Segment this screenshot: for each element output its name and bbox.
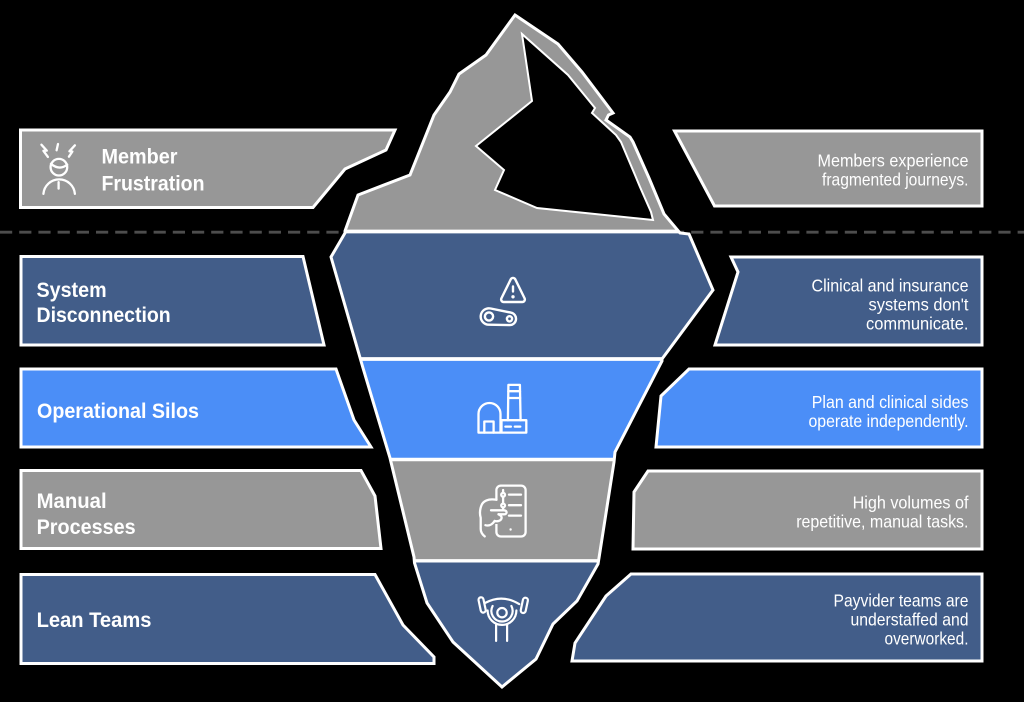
svg-text:Lean Teams: Lean Teams — [37, 609, 152, 632]
svg-text:Operational Silos: Operational Silos — [37, 400, 199, 423]
svg-text:Frustration: Frustration — [102, 173, 205, 196]
svg-text:fragmented journeys.: fragmented journeys. — [822, 169, 969, 189]
svg-text:understaffed and: understaffed and — [851, 610, 969, 630]
svg-text:systems don't: systems don't — [869, 294, 969, 314]
svg-text:Disconnection: Disconnection — [37, 304, 171, 327]
svg-text:High volumes of: High volumes of — [853, 493, 969, 513]
svg-text:Clinical and insurance: Clinical and insurance — [812, 275, 969, 295]
svg-text:Members experience: Members experience — [818, 150, 969, 170]
svg-text:communicate.: communicate. — [866, 313, 969, 333]
svg-text:Plan and clinical sides: Plan and clinical sides — [812, 392, 969, 412]
svg-text:Manual: Manual — [37, 490, 107, 513]
svg-text:Payvider teams are: Payvider teams are — [834, 591, 969, 611]
svg-text:overworked.: overworked. — [885, 629, 969, 649]
svg-text:System: System — [37, 279, 107, 302]
svg-text:Member: Member — [102, 146, 178, 169]
svg-text:operate independently.: operate independently. — [809, 411, 969, 431]
svg-text:repetitive, manual tasks.: repetitive, manual tasks. — [796, 512, 968, 532]
svg-text:Processes: Processes — [37, 516, 136, 539]
